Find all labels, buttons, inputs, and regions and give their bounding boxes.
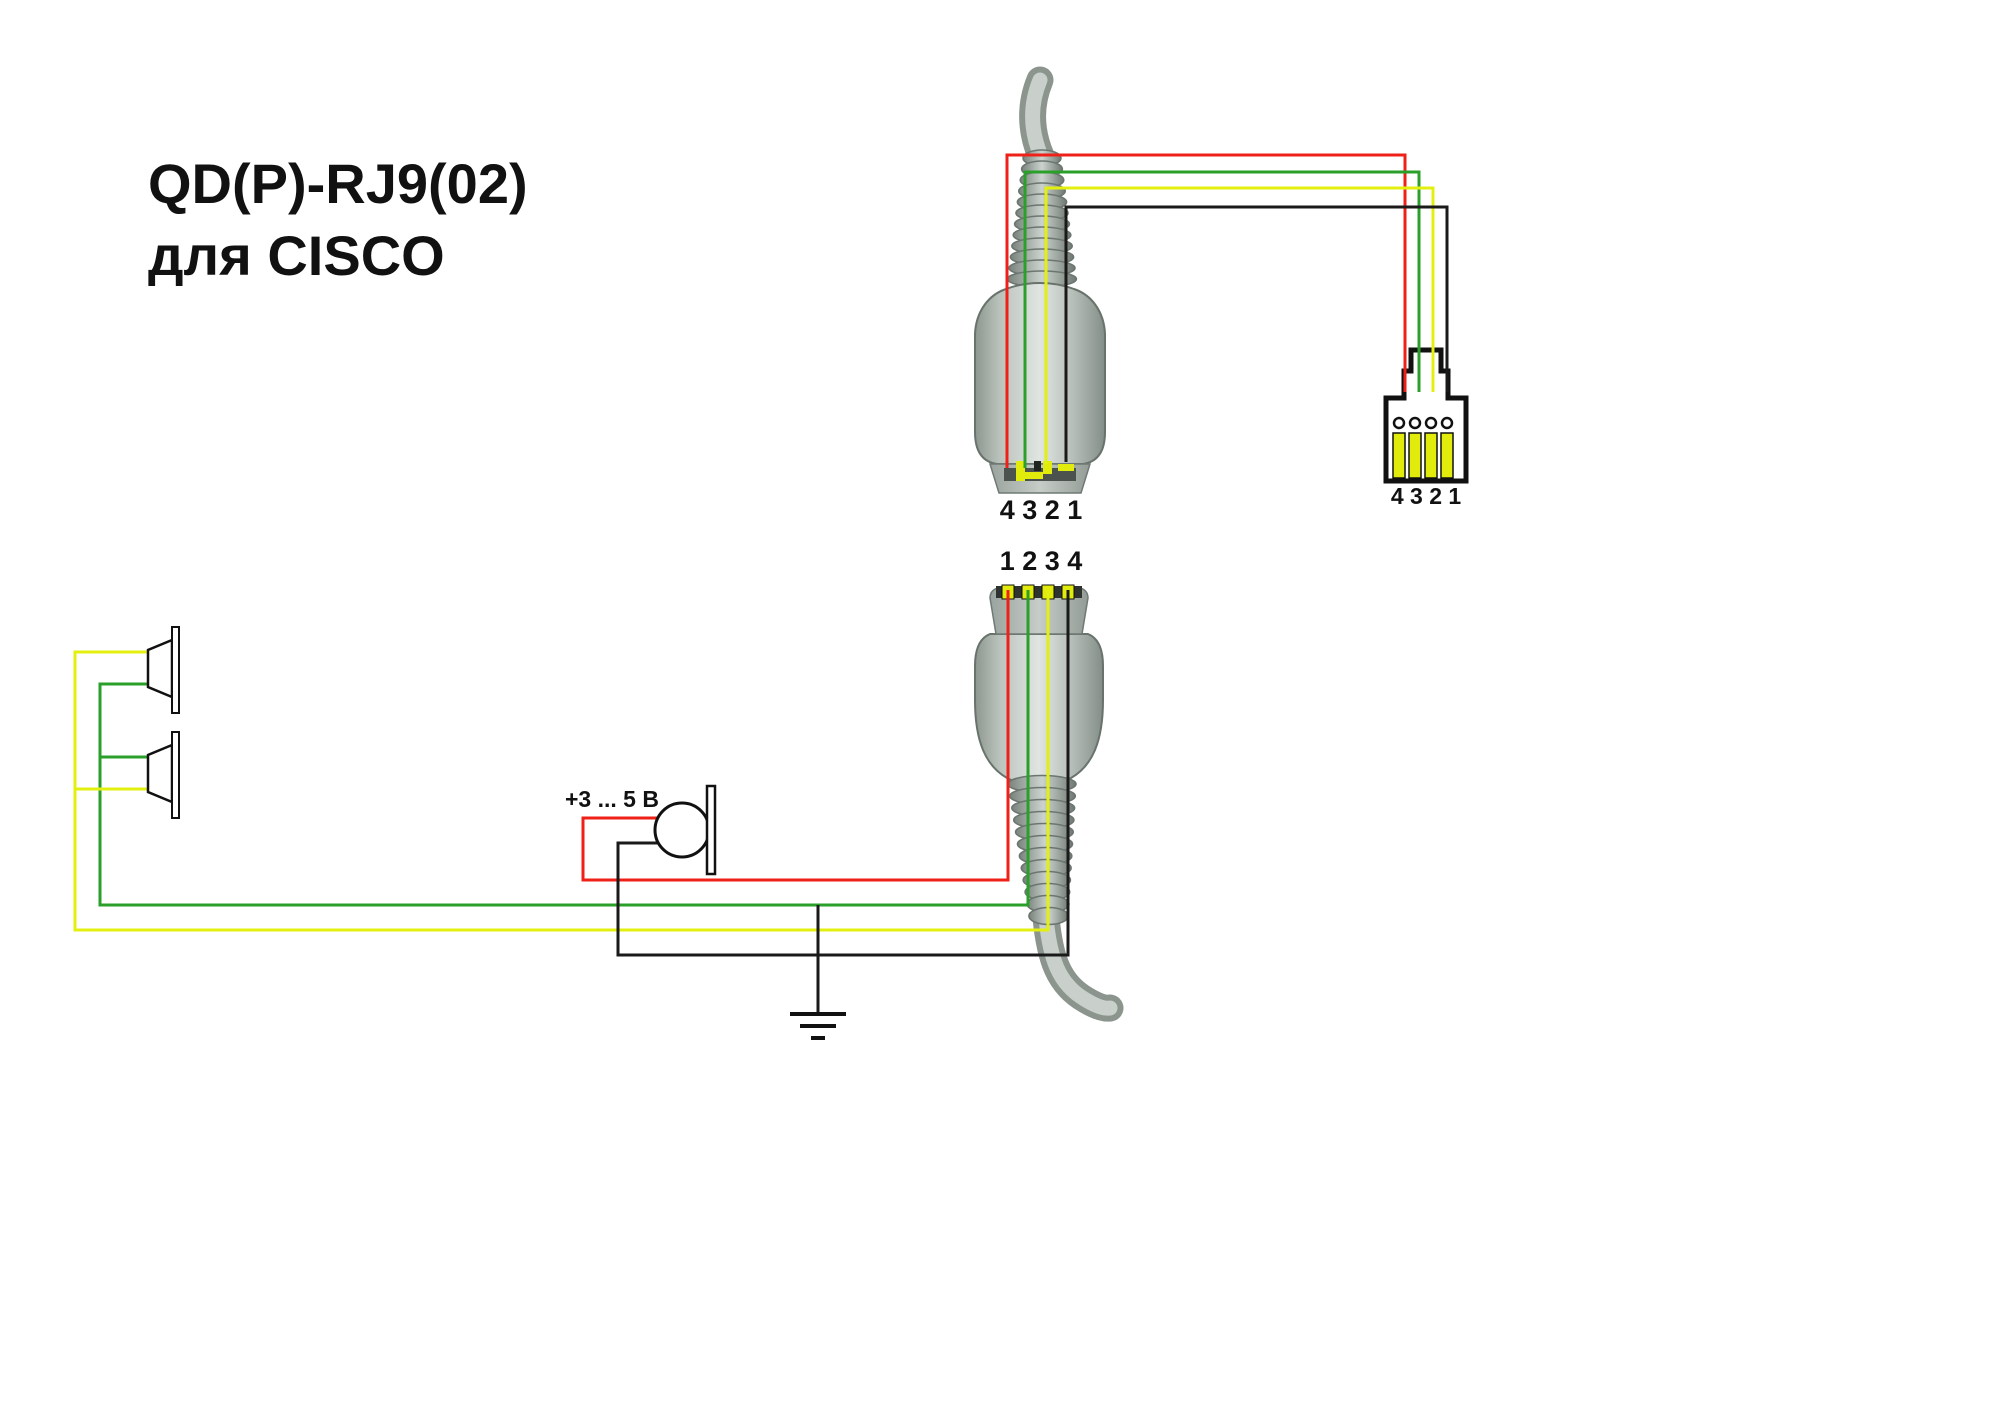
speaker-1 (146, 626, 180, 714)
rj9-plug (1383, 347, 1469, 484)
speaker-2-baffle (171, 731, 180, 819)
speaker-1-cone (146, 638, 174, 699)
qd-plug-pin-numbers: 4 3 2 1 (1000, 495, 1083, 525)
title-line-2: для CISCO (148, 223, 445, 287)
qd-socket-pin-numbers: 1 2 3 4 (1000, 546, 1083, 576)
wire-green-speakers-to-qd (98, 590, 1030, 907)
rj9-pins (1392, 416, 1454, 479)
speaker-2 (146, 731, 180, 819)
microphone-plate (705, 784, 717, 876)
strain-relief-top (1006, 149, 1078, 288)
rj9-pin-numbers: 4 3 2 1 (1391, 483, 1462, 509)
mic-voltage-label: +3 ... 5 В (565, 786, 659, 812)
cable-bottom (1032, 904, 1124, 1022)
microphone-capsule (653, 801, 711, 859)
qd-socket-body (974, 633, 1104, 788)
wire-red-mic-to-qd (581, 590, 1010, 882)
wire-green-qd-to-rj9 (1023, 170, 1421, 468)
title-line-1: QD(P)-RJ9(02) (148, 152, 528, 215)
diagram-title: QD(P)-RJ9(02) для CISCO (148, 148, 528, 291)
ground-symbol (790, 1012, 846, 1040)
wire-red-qd-to-rj9 (1005, 153, 1407, 468)
speaker-1-baffle (171, 626, 180, 714)
wire-yellow-speakers-to-qd (73, 590, 1050, 932)
qd-plug-top-contacts (1004, 461, 1076, 481)
qd-plug-top-body (974, 282, 1106, 465)
strain-relief-bottom (1007, 774, 1077, 926)
wire-black-mic-to-qd (616, 590, 1070, 957)
wire-black-qd-to-rj9 (1064, 205, 1449, 462)
speaker-2-cone (146, 743, 174, 804)
qd-socket (974, 584, 1124, 1022)
qd-plug-top (974, 66, 1106, 494)
microphone (653, 784, 717, 876)
cable-top (1019, 66, 1055, 170)
qd-socket-contacts (996, 584, 1082, 600)
wire-yellow-qd-to-rj9 (1044, 186, 1435, 464)
wires (73, 153, 1449, 1014)
